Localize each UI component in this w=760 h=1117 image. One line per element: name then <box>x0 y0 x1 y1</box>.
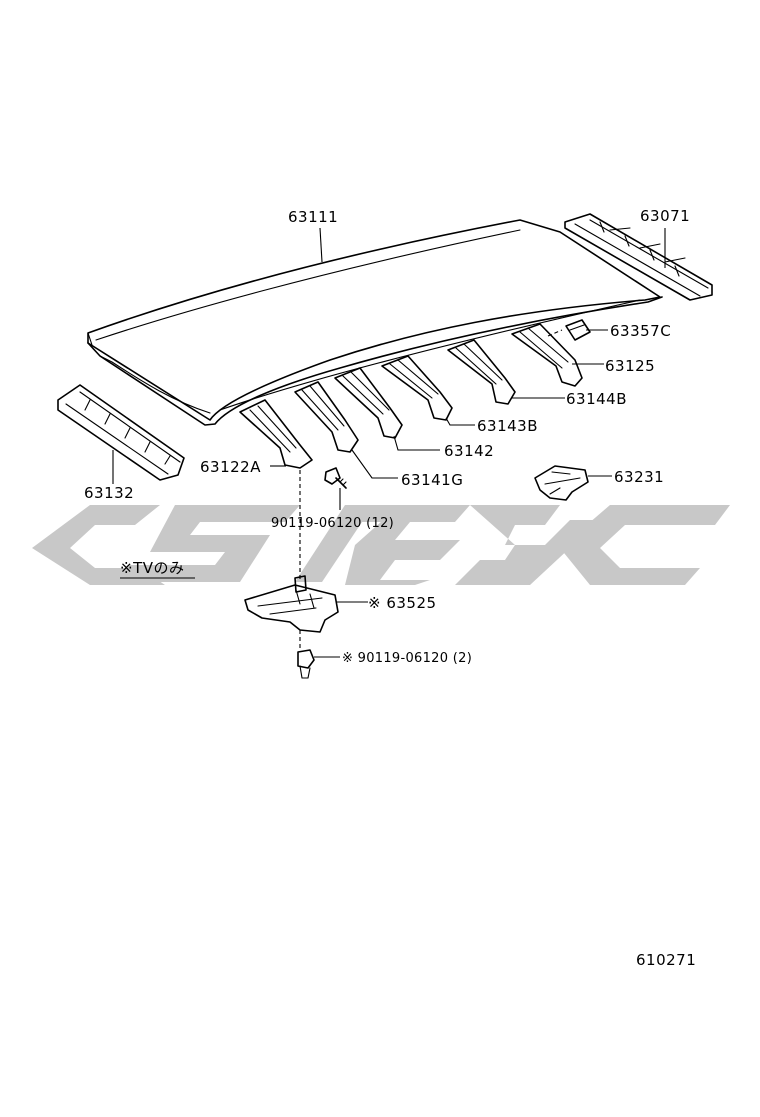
bracket-63357c <box>565 319 591 341</box>
diagram-code: 610271 <box>636 951 696 969</box>
roof-bow-63144b <box>447 339 516 405</box>
roof-panel <box>87 219 663 426</box>
bracket-63231 <box>534 465 589 501</box>
roof-bow-63141g <box>294 381 359 453</box>
label-roof-panel: 63111 <box>288 208 338 226</box>
label-63143b: 63143B <box>477 417 538 435</box>
bracket-63525 <box>244 575 339 633</box>
label-63231: 63231 <box>614 468 664 486</box>
label-rear-header: 63071 <box>640 207 690 225</box>
label-63125: 63125 <box>605 357 655 375</box>
watermark-logo <box>32 505 730 585</box>
leader-lines <box>112 227 666 658</box>
roof-bow-63142 <box>334 367 403 439</box>
part-labels: 63111 63071 63132 63357C 63125 63144B 63… <box>84 207 696 969</box>
label-bolt-main: 90119-06120 (12) <box>271 516 394 531</box>
label-63141g: 63141G <box>401 471 463 489</box>
roof-bow-63125 <box>511 323 583 387</box>
front-header <box>57 384 185 481</box>
label-63525: ※ 63525 <box>368 594 437 612</box>
roof-bow-63143b <box>381 355 453 421</box>
roof-bow-63122a <box>239 399 313 469</box>
label-63122a: 63122A <box>200 458 261 476</box>
bolt-main <box>324 467 347 489</box>
label-63144b: 63144B <box>566 390 627 408</box>
rear-header <box>564 213 713 301</box>
label-bolt-tv: ※ 90119-06120 (2) <box>342 651 472 666</box>
label-63357c: 63357C <box>610 322 671 340</box>
label-front-header: 63132 <box>84 484 134 502</box>
bolt-tv <box>297 649 315 679</box>
label-tv-note: ※TVのみ <box>120 559 185 577</box>
label-63142: 63142 <box>444 442 494 460</box>
